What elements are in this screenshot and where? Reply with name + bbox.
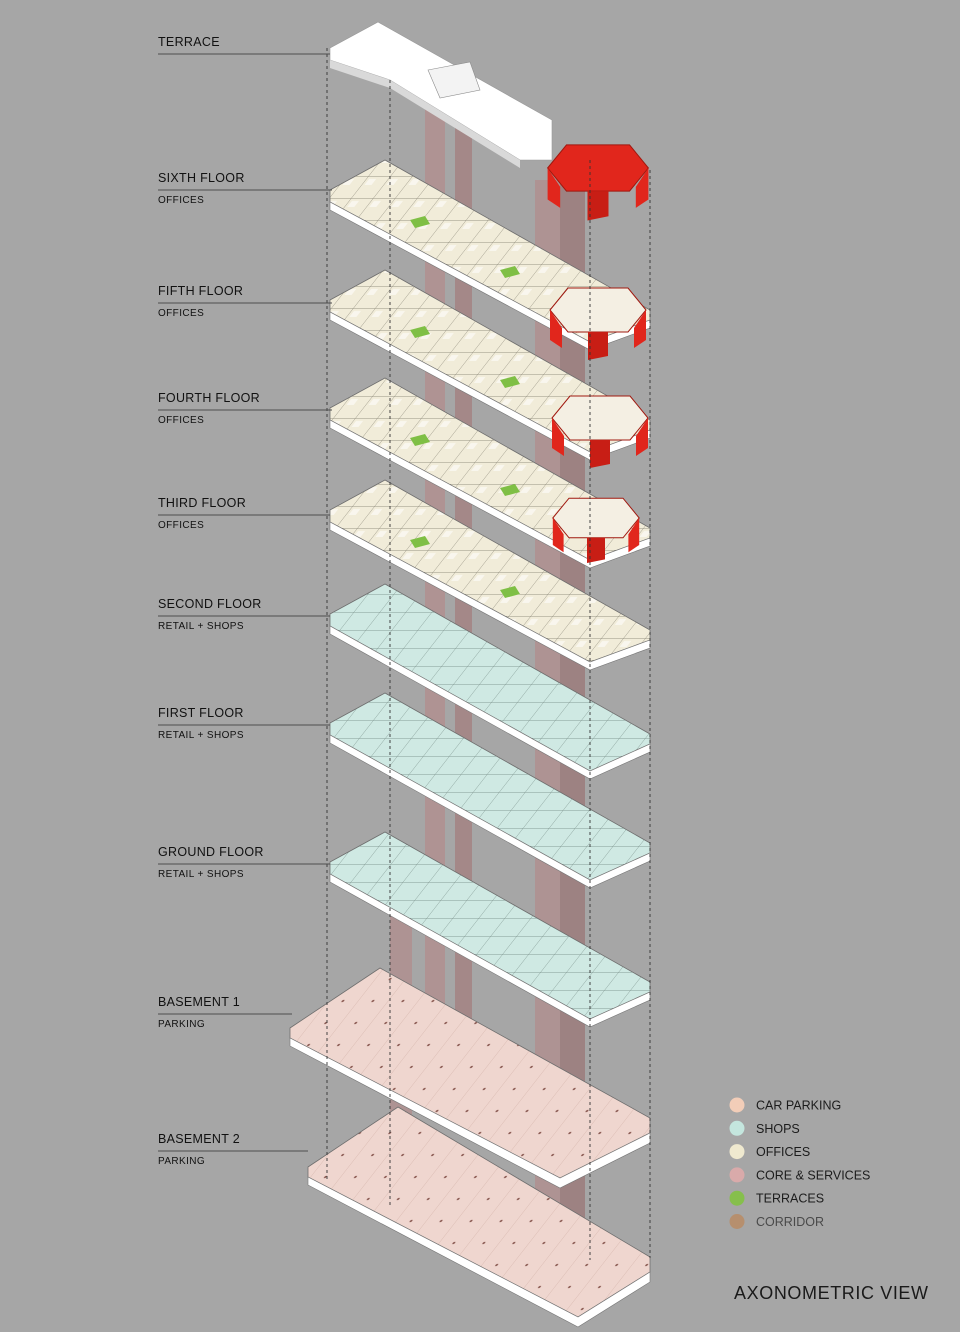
floor-name: FIRST FLOOR: [158, 706, 244, 720]
floor-label: SECOND FLOOR RETAIL + SHOPS: [158, 597, 330, 632]
legend-swatch-icon: [729, 1214, 745, 1229]
floor-use: PARKING: [158, 1019, 205, 1030]
floor-label: THIRD FLOOR OFFICES: [158, 496, 330, 531]
floor-use: OFFICES: [158, 520, 204, 531]
legend-swatch-icon: [729, 1190, 745, 1206]
red-pavilions: [546, 144, 650, 563]
legend-label: CORRIDOR: [756, 1215, 824, 1229]
legend-item: CORE & SERVICES: [729, 1167, 870, 1183]
floor-name: FIFTH FLOOR: [158, 284, 243, 298]
red-pavilion-icon: [549, 287, 647, 360]
floor-name: GROUND FLOOR: [158, 845, 264, 859]
view-title: AXONOMETRIC VIEW: [734, 1283, 929, 1303]
floor-use: RETAIL + SHOPS: [158, 621, 244, 632]
floor-label: BASEMENT 2 PARKING: [158, 1132, 308, 1167]
floor-label: GROUND FLOOR RETAIL + SHOPS: [158, 845, 330, 880]
legend-swatch-icon: [729, 1097, 745, 1113]
legend-label: OFFICES: [756, 1145, 810, 1159]
legend-item: CORRIDOR: [729, 1214, 824, 1229]
red-pavilion-icon: [546, 144, 650, 221]
legend-item: OFFICES: [729, 1144, 810, 1160]
floor-use: RETAIL + SHOPS: [158, 869, 244, 880]
floor-name: BASEMENT 1: [158, 995, 240, 1009]
legend-swatch-icon: [729, 1120, 745, 1136]
legend-label: CAR PARKING: [756, 1099, 841, 1113]
floor-use: PARKING: [158, 1156, 205, 1167]
floor-use: RETAIL + SHOPS: [158, 730, 244, 741]
floor-slabs: [289, 21, 651, 1328]
slab-terrace: [329, 21, 553, 168]
floor-label: FIFTH FLOOR OFFICES: [158, 284, 332, 319]
floor-name: THIRD FLOOR: [158, 496, 246, 510]
red-pavilion-icon: [552, 497, 640, 563]
floor-label: FOURTH FLOOR OFFICES: [158, 391, 332, 426]
legend-swatch-icon: [729, 1144, 745, 1160]
floor-name: SECOND FLOOR: [158, 597, 262, 611]
legend-label: CORE & SERVICES: [756, 1168, 870, 1182]
floor-name: BASEMENT 2: [158, 1132, 240, 1146]
projection-lines: [326, 48, 651, 1260]
legend-item: CAR PARKING: [729, 1097, 841, 1113]
red-pavilion-icon: [551, 395, 649, 468]
legend: CAR PARKING SHOPS OFFICES CORE & SERVICES TE…: [729, 1097, 870, 1229]
floor-name: SIXTH FLOOR: [158, 171, 245, 185]
floor-name: FOURTH FLOOR: [158, 391, 260, 405]
slab-9: [307, 1106, 651, 1328]
legend-item: TERRACES: [729, 1190, 824, 1206]
floor-use: OFFICES: [158, 195, 204, 206]
floor-labels: TERRACE SIXTH FLOOR OFFICES FIFTH FLOOR OFFI…: [158, 35, 332, 1167]
floor-name: TERRACE: [158, 35, 220, 49]
legend-swatch-icon: [729, 1167, 745, 1183]
floor-label: SIXTH FLOOR OFFICES: [158, 171, 332, 206]
legend-label: SHOPS: [756, 1122, 800, 1136]
legend-label: TERRACES: [756, 1192, 824, 1206]
floor-use: OFFICES: [158, 308, 204, 319]
floor-label: TERRACE: [158, 35, 330, 55]
floor-use: OFFICES: [158, 415, 204, 426]
floor-label: FIRST FLOOR RETAIL + SHOPS: [158, 706, 330, 741]
floor-label: BASEMENT 1 PARKING: [158, 995, 292, 1030]
legend-item: SHOPS: [729, 1120, 800, 1136]
